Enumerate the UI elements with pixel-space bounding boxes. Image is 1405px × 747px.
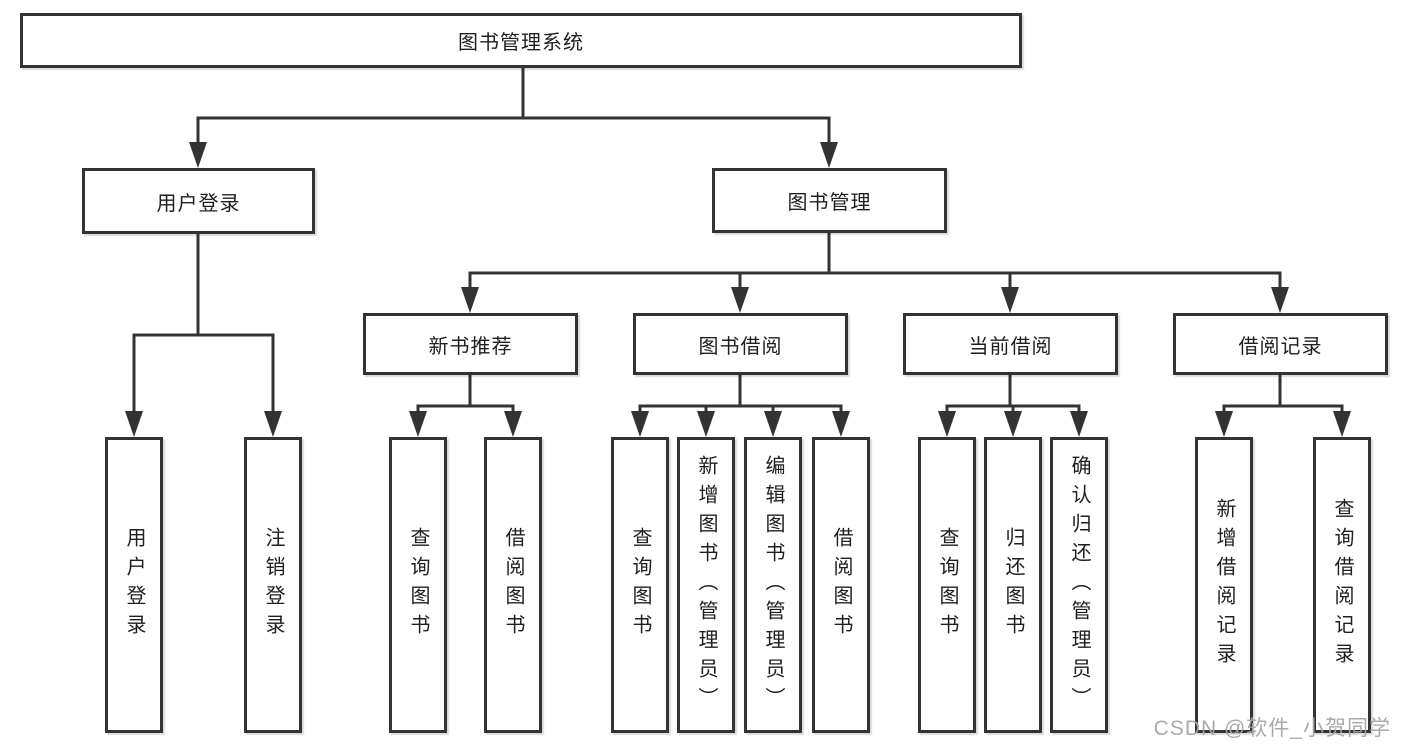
leaf-current-query-book-label: 查询图书 [936,527,958,643]
watermark: CSDN @软件_小贺同学 [1153,717,1391,740]
leaf-recommend-query-book-label: 查询图书 [407,527,429,643]
leaf-recommend-borrow-book-label: 借阅图书 [502,527,524,643]
node-borrow-records: 借阅记录 [1173,313,1388,375]
leaf-current-return-book-label: 归还图书 [1002,527,1024,643]
leaf-current-confirm-return-admin-label: 确认归还（管理员） [1068,454,1090,716]
arrow-down-icon [731,287,749,313]
node-book-management: 图书管理 [712,168,947,233]
leaf-logout-login: 注销登录 [244,437,302,733]
leaf-current-return-book: 归还图书 [984,437,1042,733]
arrow-down-icon [1271,287,1289,313]
leaf-records-query-record-label: 查询借阅记录 [1331,498,1353,672]
leaf-current-confirm-return-admin: 确认归还（管理员） [1050,437,1108,733]
arrow-down-icon [1001,287,1019,313]
leaf-borrow-borrow-book-label: 借阅图书 [830,527,852,643]
arrow-down-icon [764,411,782,437]
arrow-down-icon [409,411,427,437]
leaf-borrow-add-book-admin: 新增图书（管理员） [677,437,735,733]
leaf-records-add-record: 新增借阅记录 [1195,437,1253,733]
leaf-records-query-record: 查询借阅记录 [1313,437,1371,733]
arrow-down-icon [1333,411,1351,437]
node-book-management-label: 图书管理 [787,192,872,214]
node-current-borrow-label: 当前借阅 [968,335,1053,358]
arrow-down-icon [125,411,143,437]
leaf-borrow-query-book: 查询图书 [611,437,669,733]
leaf-logout-login-label: 注销登录 [262,527,284,643]
leaf-user-login: 用户登录 [105,437,163,733]
node-root-label: 图书管理系统 [458,32,584,54]
leaf-borrow-borrow-book: 借阅图书 [812,437,870,733]
arrow-down-icon [820,142,838,168]
leaf-borrow-add-book-admin-label: 新增图书（管理员） [695,454,717,716]
arrow-down-icon [631,411,649,437]
node-root: 图书管理系统 [20,13,1022,68]
arrow-down-icon [461,287,479,313]
leaf-recommend-borrow-book: 借阅图书 [484,437,542,733]
arrow-down-icon [189,142,207,168]
node-user-login: 用户登录 [82,168,315,234]
node-current-borrow: 当前借阅 [903,313,1118,375]
node-book-borrow: 图书借阅 [633,313,848,375]
leaf-current-query-book: 查询图书 [918,437,976,733]
arrow-down-icon [697,411,715,437]
leaf-borrow-edit-book-admin-label: 编辑图书（管理员） [762,454,784,716]
leaf-user-login-label: 用户登录 [123,527,145,643]
node-borrow-records-label: 借阅记录 [1238,335,1323,358]
node-new-book-recommend: 新书推荐 [363,313,578,375]
arrow-down-icon [504,411,522,437]
leaf-records-add-record-label: 新增借阅记录 [1213,498,1235,672]
arrow-down-icon [1004,411,1022,437]
leaf-recommend-query-book: 查询图书 [389,437,447,733]
arrow-down-icon [938,411,956,437]
node-user-login-label: 用户登录 [156,192,241,215]
arrow-down-icon [832,411,850,437]
arrow-down-icon [1070,411,1088,437]
arrow-down-icon [264,411,282,437]
arrow-down-icon [1215,411,1233,437]
leaf-borrow-edit-book-admin: 编辑图书（管理员） [744,437,802,733]
node-book-borrow-label: 图书借阅 [698,335,783,358]
node-new-book-recommend-label: 新书推荐 [428,335,513,358]
leaf-borrow-query-book-label: 查询图书 [629,527,651,643]
